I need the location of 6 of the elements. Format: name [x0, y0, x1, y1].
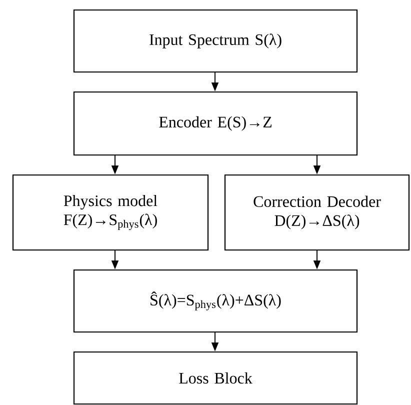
- process-box: Correction Decoder D(Z)→ΔS(λ): [224, 174, 410, 251]
- process-box: Loss Block: [73, 351, 358, 405]
- process-box: Physics model F(Z)→S$_{phys}$(λ): [12, 174, 209, 251]
- process-box: Input Spectrum S(λ): [73, 9, 358, 73]
- process-box: Encoder E(S)→Z: [73, 91, 358, 156]
- process-box: Ŝ(λ)=S$_{phys}$(λ)+ΔS(λ): [73, 269, 358, 333]
